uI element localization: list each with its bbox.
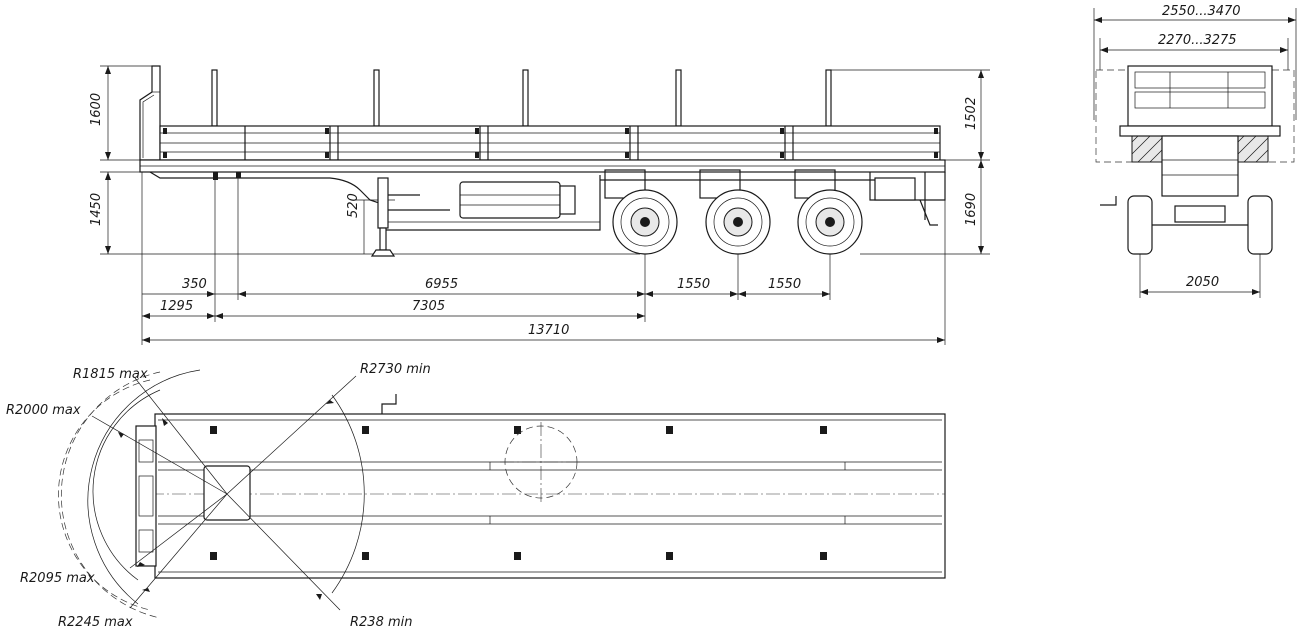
dim-6955: 6955 bbox=[425, 277, 458, 292]
dim-1295: 1295 bbox=[160, 299, 193, 314]
side-view: 1600 1450 520 1502 1690 350 6955 1550 15… bbox=[89, 65, 990, 345]
dim-1550-first: 1550 bbox=[677, 277, 710, 292]
dim-350: 350 bbox=[182, 277, 207, 292]
dim-2270-3275: 2270...3275 bbox=[1158, 33, 1237, 48]
radius-r2245: R2245 max bbox=[58, 615, 133, 630]
radius-r238: R238 min bbox=[350, 615, 413, 630]
dim-1450: 1450 bbox=[89, 193, 104, 226]
dim-520: 520 bbox=[346, 193, 361, 218]
axle-wheels bbox=[612, 189, 863, 255]
radius-r1815: R1815 max bbox=[73, 367, 148, 382]
dim-2550-3470: 2550...3470 bbox=[1162, 4, 1241, 19]
dim-1502: 1502 bbox=[964, 97, 979, 130]
dim-1600: 1600 bbox=[89, 93, 104, 126]
radius-r2095: R2095 max bbox=[20, 571, 95, 586]
dim-2050: 2050 bbox=[1186, 275, 1219, 290]
radius-r2000: R2000 max bbox=[6, 403, 81, 418]
stanchions bbox=[211, 69, 832, 127]
plan-view: R1815 max R2000 max R2095 max R2245 max … bbox=[6, 362, 946, 630]
dim-13710: 13710 bbox=[528, 323, 569, 338]
dim-1550-second: 1550 bbox=[768, 277, 801, 292]
rear-view: 2550...3470 2270...3275 bbox=[1093, 4, 1297, 298]
dim-7305: 7305 bbox=[412, 299, 445, 314]
dim-1690: 1690 bbox=[964, 193, 979, 226]
landing-gear bbox=[370, 177, 450, 257]
radius-r2730: R2730 min bbox=[360, 362, 431, 377]
